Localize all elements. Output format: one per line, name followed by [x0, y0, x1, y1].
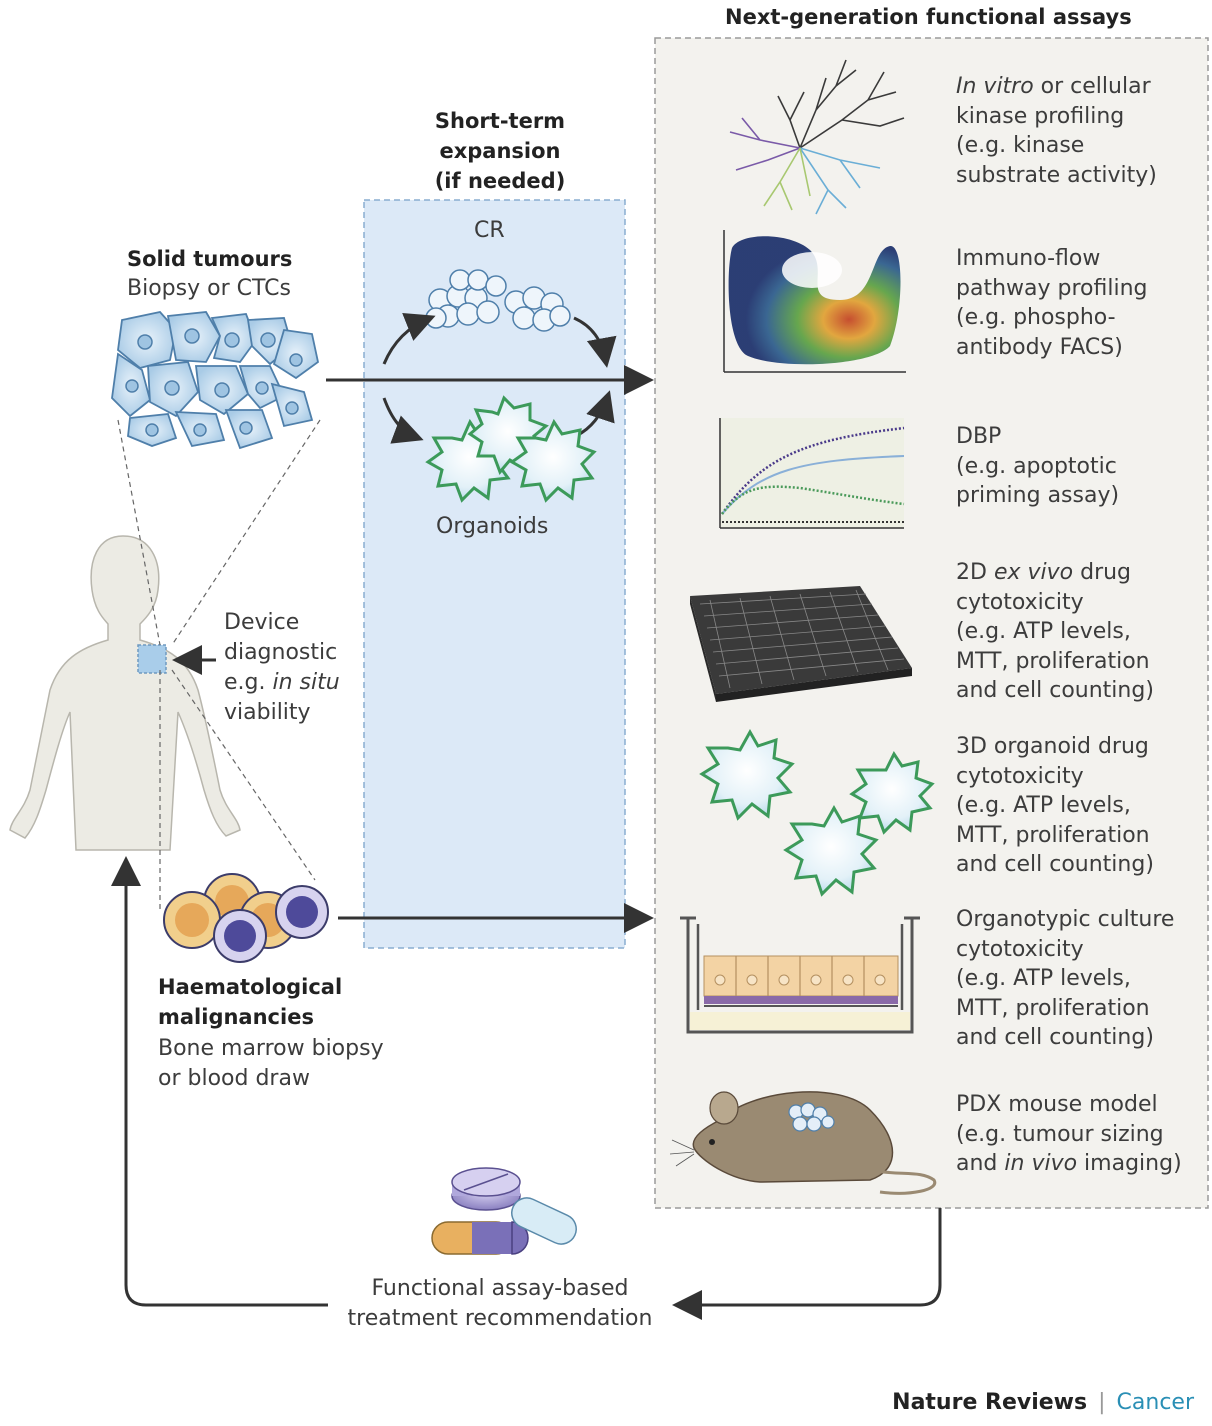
haem-title: Haematological malignancies: [158, 972, 342, 1032]
human-body-figure: [9, 535, 241, 851]
journal-section: Cancer: [1116, 1390, 1194, 1415]
haem-sub-line: or blood draw: [158, 1066, 310, 1091]
organoids-label: Organoids: [436, 514, 549, 539]
haem-sub-line: Bone marrow biopsy: [158, 1036, 384, 1061]
dbp-curve-plot-icon: [719, 418, 905, 529]
device-line: viability: [224, 700, 311, 725]
expansion-title-line: Short-term: [434, 109, 566, 133]
recommendation-to-patient-arrow: [111, 856, 328, 1307]
haem-subtitle: Bone marrow biopsy or blood draw: [158, 1034, 384, 1094]
assay-organotypic-text: Organotypic culture cytotoxicity (e.g. A…: [956, 907, 1175, 1050]
immuno-flow-plot-icon: [723, 230, 906, 373]
assay-pdx-text: PDX mouse model (e.g. tumour sizing and …: [956, 1092, 1182, 1176]
panel-to-recommendation-arrow: [672, 1208, 942, 1320]
journal-name: Nature Reviews: [892, 1390, 1088, 1415]
solid-tumours-subtitle: Biopsy or CTCs: [127, 276, 291, 301]
cr-label: CR: [474, 218, 505, 243]
journal-separator: |: [1098, 1390, 1106, 1415]
3d-organoids-icon: [699, 728, 935, 897]
expansion-title-line: (if needed): [434, 169, 566, 193]
solid-tumour-cells: [111, 311, 320, 450]
device-site-square: [137, 644, 167, 674]
recommendation-line: treatment recommendation: [347, 1306, 653, 1331]
pdx-mouse-icon: [669, 1091, 937, 1195]
assay-2d-text: 2D ex vivo drug cytotoxicity (e.g. ATP l…: [956, 560, 1154, 703]
dashed-connectors: [117, 419, 321, 912]
kinase-tree-icon: [729, 59, 905, 215]
recommendation-line: Functional assay-based: [371, 1276, 629, 1301]
expansion-title-line: expansion: [439, 139, 561, 163]
assay-kinase-text: In vitro or cellular kinase profiling (e…: [956, 74, 1157, 188]
recommendation-label: Functional assay-based treatment recomme…: [320, 1274, 680, 1334]
panel-title: Next-generation functional assays: [725, 5, 1132, 29]
device-line: diagnostic: [224, 640, 338, 665]
well-plate-icon: [690, 586, 912, 702]
haem-title-line: malignancies: [158, 1005, 314, 1029]
device-line: Device: [224, 610, 300, 635]
solid-tumours-title: Solid tumours: [127, 247, 293, 271]
device-line: e.g. in situ: [224, 670, 340, 695]
haematological-cells: [163, 873, 329, 963]
cr-cell-cluster: [425, 269, 571, 332]
organotypic-culture-icon: [680, 916, 920, 1034]
pills-icon: [431, 1167, 577, 1255]
haem-title-line: Haematological: [158, 975, 343, 999]
assay-immuno-text: Immuno-flow pathway profiling (e.g. phos…: [956, 246, 1148, 360]
device-diagnostic-label: Device diagnostic e.g. in situ viability: [224, 608, 340, 728]
assay-dbp-text: DBP (e.g. apoptotic priming assay): [956, 424, 1120, 508]
journal-footer: Nature Reviews | Cancer: [892, 1390, 1194, 1415]
expansion-title: Short-term expansion (if needed): [400, 106, 600, 196]
assay-3d-text: 3D organoid drug cytotoxicity (e.g. ATP …: [956, 734, 1154, 877]
expansion-organoids: [425, 395, 597, 503]
